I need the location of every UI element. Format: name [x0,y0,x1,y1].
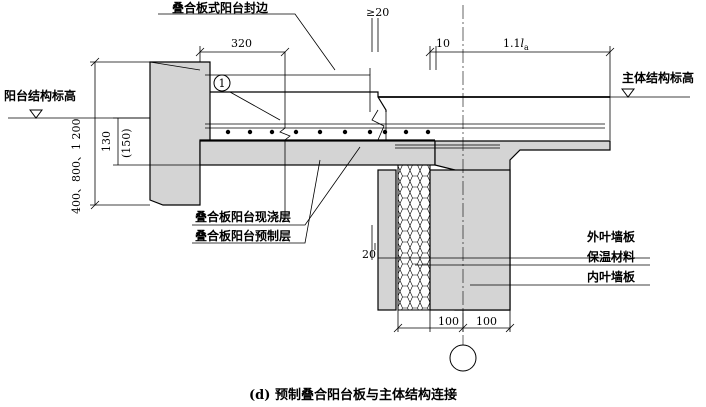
balcony-edge-label: 叠合板式阳台封边 [172,0,269,15]
break-lines [279,52,385,220]
dimension-lines [90,18,615,333]
rebar-dots [225,129,431,135]
rebar-lines [205,68,605,149]
dim-150: (150) [120,128,133,158]
main-elevation-label: 主体结构标高 [622,70,694,85]
callout-circle [213,74,231,92]
outer-wall-label: 外叶墙板 [587,229,636,244]
dim-10: 10 [436,37,450,50]
outer-leaf-wall [377,169,397,311]
insulation-layer [397,164,431,311]
leader-lines [158,13,650,286]
cast-in-place-layer [210,91,610,141]
cast-layer-label: 叠合板阳台现浇层 [195,209,291,224]
axis-marker-circle [449,344,477,372]
dim-1-1-la: 1.1la [503,37,529,52]
dim-100-right: 100 [476,315,497,328]
callout-number: 1 [219,77,226,90]
dim-ge20: ≥20 [366,6,389,19]
elevation-lines [8,88,690,119]
figure-caption: (d) 预制叠合阳台板与主体结构连接 [249,387,457,403]
precast-layer-label: 叠合板阳台预制层 [195,228,291,243]
balcony-edge-beam [149,61,211,206]
dim-130: 130 [100,131,113,152]
dim-20: 20 [362,248,376,261]
dim-100-left: 100 [438,315,459,328]
inner-leaf-wall [429,169,511,311]
dim-slab-depth: 400、800、1 200 [70,119,83,214]
inner-wall-label: 内叶墙板 [587,269,636,284]
dim-320: 320 [231,37,252,50]
balcony-elevation-label: 阳台结构标高 [4,88,76,103]
insulation-label: 保温材料 [586,249,635,264]
